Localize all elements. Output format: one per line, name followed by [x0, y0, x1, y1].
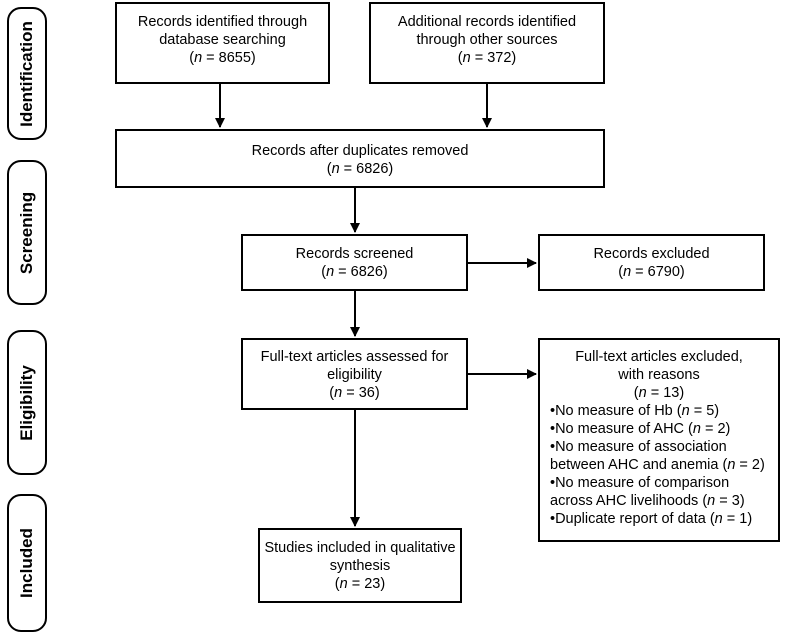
reason-no-association-cont: between AHC and anemia (n = 2)	[550, 457, 765, 473]
box-fulltext-assessed: Full-text articles assessed for eligibil…	[241, 338, 468, 410]
box-after-duplicates: Records after duplicates removed (n = 68…	[115, 129, 605, 188]
box-other-records: Additional records identified through ot…	[369, 2, 605, 84]
stage-eligibility: Eligibility	[7, 330, 47, 475]
reason-no-association: •No measure of association	[550, 439, 727, 455]
box-fulltext-excluded: Full-text articles excluded, with reason…	[538, 338, 780, 542]
reason-duplicate: •Duplicate report of data (n = 1)	[550, 511, 753, 527]
reason-no-comparison: •No measure of comparison	[550, 475, 730, 491]
stage-included: Included	[7, 494, 47, 632]
box-studies-included: Studies included in qualitative synthesi…	[258, 528, 462, 603]
stage-identification: Identification	[7, 7, 47, 140]
stage-screening: Screening	[7, 160, 47, 305]
reason-no-comparison-cont: across AHC livelihoods (n = 3)	[550, 493, 745, 509]
box-records-screened: Records screened (n = 6826)	[241, 234, 468, 291]
box-database-records: Records identified through database sear…	[115, 2, 330, 84]
reason-no-ahc: •No measure of AHC (n = 2)	[550, 421, 731, 437]
box-records-excluded: Records excluded (n = 6790)	[538, 234, 765, 291]
reason-no-hb: •No measure of Hb (n = 5)	[550, 403, 720, 419]
